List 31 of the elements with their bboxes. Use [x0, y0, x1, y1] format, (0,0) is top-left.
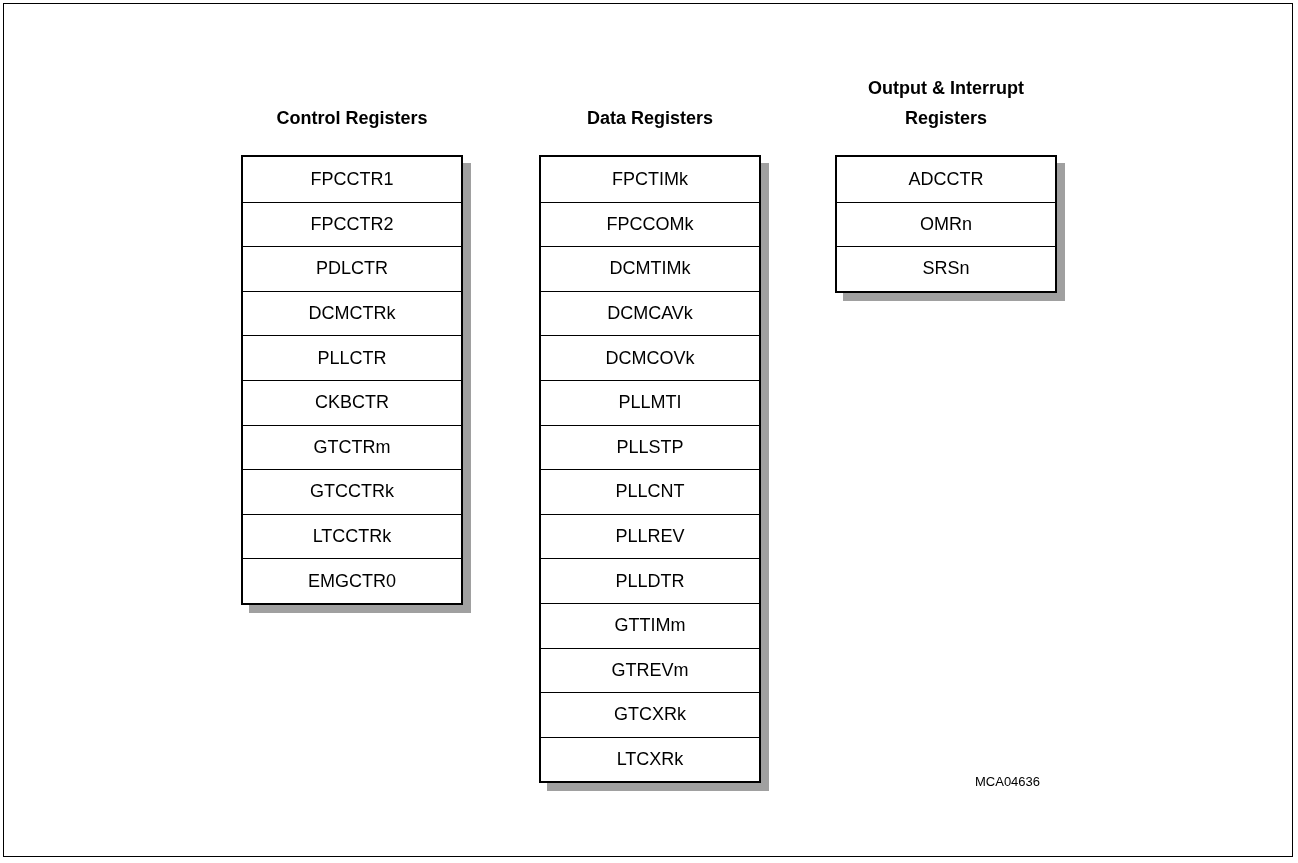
register-cell: GTTIMm: [541, 602, 759, 648]
column-heading: Data Registers: [585, 107, 715, 130]
register-cell: GTCCTRk: [243, 469, 461, 514]
register-cell: PLLREV: [541, 513, 759, 559]
column-heading: Control Registers: [275, 107, 429, 130]
register-cell: PLLDTR: [541, 558, 759, 603]
register-cell: ADCCTR: [837, 157, 1055, 202]
register-cell: EMGCTR0: [243, 558, 461, 603]
figure-id: MCA04636: [975, 774, 1041, 789]
register-cell: PLLMTI: [541, 379, 759, 425]
register-cell: DCMCTRk: [243, 290, 461, 336]
register-cell: SRSn: [837, 246, 1055, 291]
register-cell: GTCXRk: [541, 692, 759, 737]
register-cell: FPCCOMk: [541, 201, 759, 247]
register-cell: LTCCTRk: [243, 513, 461, 559]
register-cell: PLLCNT: [541, 469, 759, 514]
register-cell: FPCCTR2: [243, 201, 461, 247]
register-cell: GTREVm: [541, 647, 759, 693]
register-cell: OMRn: [837, 201, 1055, 247]
register-cell: CKBCTR: [243, 379, 461, 425]
register-cell: FPCCTR1: [243, 157, 461, 202]
register-cell: PLLSTP: [541, 424, 759, 470]
register-cell: DCMCAVk: [541, 290, 759, 336]
register-cell: FPCTIMk: [541, 157, 759, 202]
register-cell: LTCXRk: [541, 736, 759, 782]
register-cell: DCMTIMk: [541, 246, 759, 291]
register-cell: GTCTRm: [243, 424, 461, 470]
column-heading: Output & Interrupt Registers: [867, 77, 1025, 130]
register-cell: DCMCOVk: [541, 335, 759, 380]
register-cell: PLLCTR: [243, 335, 461, 380]
register-cell: PDLCTR: [243, 246, 461, 291]
